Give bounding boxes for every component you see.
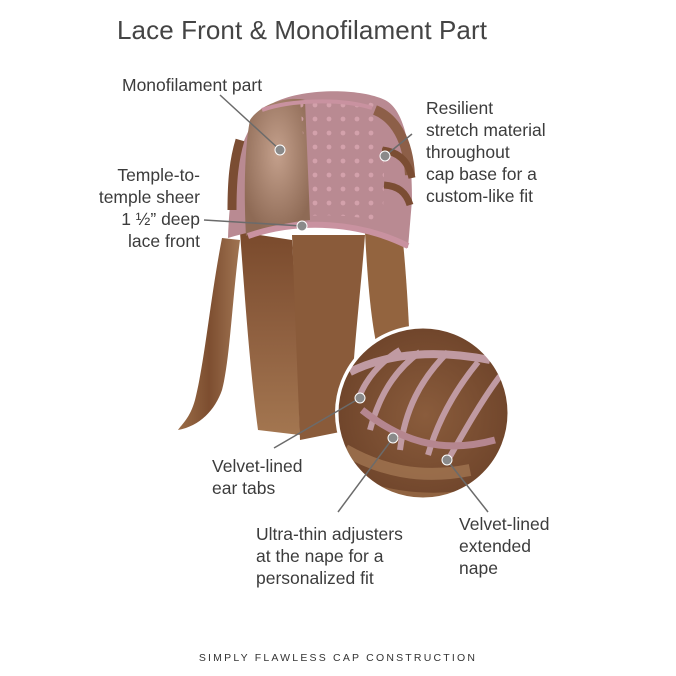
callout-line-nape — [446, 459, 489, 513]
callout-line-temple — [203, 219, 303, 227]
callout-line-ear-tabs — [273, 397, 361, 449]
label-temple-lace-front: Temple-to- temple sheer 1 ½” deep lace f… — [98, 165, 200, 251]
callout-lines — [203, 94, 489, 513]
nape-detail-circle — [335, 325, 511, 501]
cap-base — [227, 91, 416, 249]
callout-line-stretch — [384, 133, 413, 157]
callout-dots — [274, 144, 453, 466]
label-adjusters: Ultra-thin adjusters at the nape for a p… — [256, 524, 403, 588]
label-monofilament-part: Monofilament part — [122, 75, 263, 95]
callout-line-mono — [219, 94, 281, 151]
label-stretch-material: Resilient stretch material throughout ca… — [426, 98, 546, 206]
label-ear-tabs: Velvet-lined ear tabs — [212, 456, 303, 498]
page-title: Lace Front & Monofilament Part — [117, 15, 488, 45]
label-extended-nape: Velvet-lined extended nape — [459, 514, 550, 578]
callout-line-adjusters — [337, 437, 394, 513]
hair-strands — [178, 232, 410, 440]
footer-caption: SIMPLY FLAWLESS CAP CONSTRUCTION — [198, 652, 478, 664]
